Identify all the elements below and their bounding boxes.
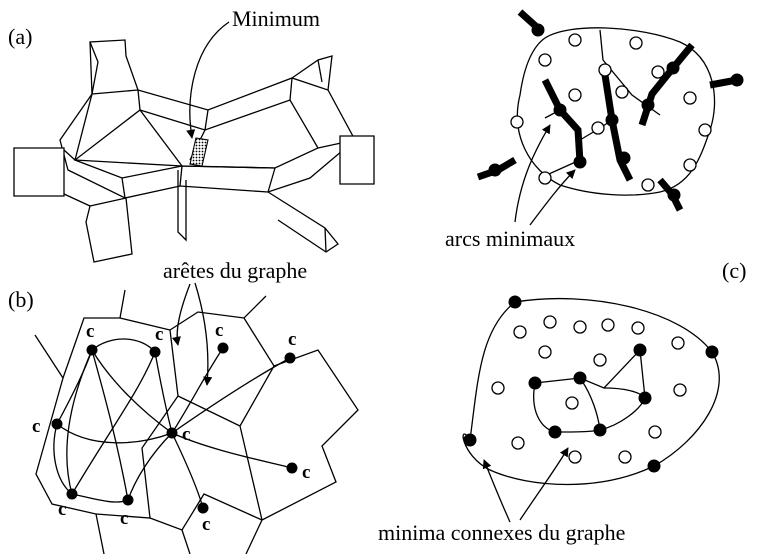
arcs-minimal-annotation: arcs minimaux bbox=[445, 226, 575, 251]
node-label: c bbox=[288, 329, 296, 350]
node-label: c bbox=[202, 514, 210, 535]
node-label: c bbox=[182, 424, 190, 445]
panel-c-graph: (c) minima co bbox=[378, 258, 746, 545]
graph-edges-arrow-1 bbox=[194, 282, 213, 386]
node-label: c bbox=[155, 324, 163, 345]
arcs-arrow-1 bbox=[514, 124, 551, 223]
panel-arcs-minimal: arcs minimaux bbox=[445, 9, 744, 251]
graph-edges-annotation: arêtes du graphe bbox=[163, 258, 307, 283]
graph-nodes bbox=[51, 342, 298, 514]
arcs-arrow-2 bbox=[529, 169, 576, 226]
panel-a-label: (a) bbox=[8, 24, 32, 49]
node-label: c bbox=[32, 416, 40, 437]
minima-arrow-2 bbox=[519, 447, 569, 521]
panel-a-relief: (a) Minimum bbox=[8, 6, 375, 263]
node-label: c bbox=[120, 508, 128, 529]
connected-minima-annotation: minima connexes du graphe bbox=[378, 520, 625, 545]
panel-c-label: (c) bbox=[722, 258, 746, 283]
minimum-annotation: Minimum bbox=[232, 6, 320, 31]
minimum-arrow bbox=[186, 21, 230, 139]
node-label: c bbox=[86, 321, 94, 342]
minimum-face bbox=[189, 137, 209, 167]
panel-b-label: (b) bbox=[8, 287, 34, 312]
node-label: c bbox=[302, 462, 310, 483]
node-label: c bbox=[215, 320, 223, 341]
graph-edges-arrow-2 bbox=[171, 283, 191, 346]
panel-b-graph: (b) arêtes du graphe bbox=[8, 258, 359, 554]
node-label: c bbox=[58, 499, 66, 520]
minima-arrow-1 bbox=[482, 459, 511, 523]
